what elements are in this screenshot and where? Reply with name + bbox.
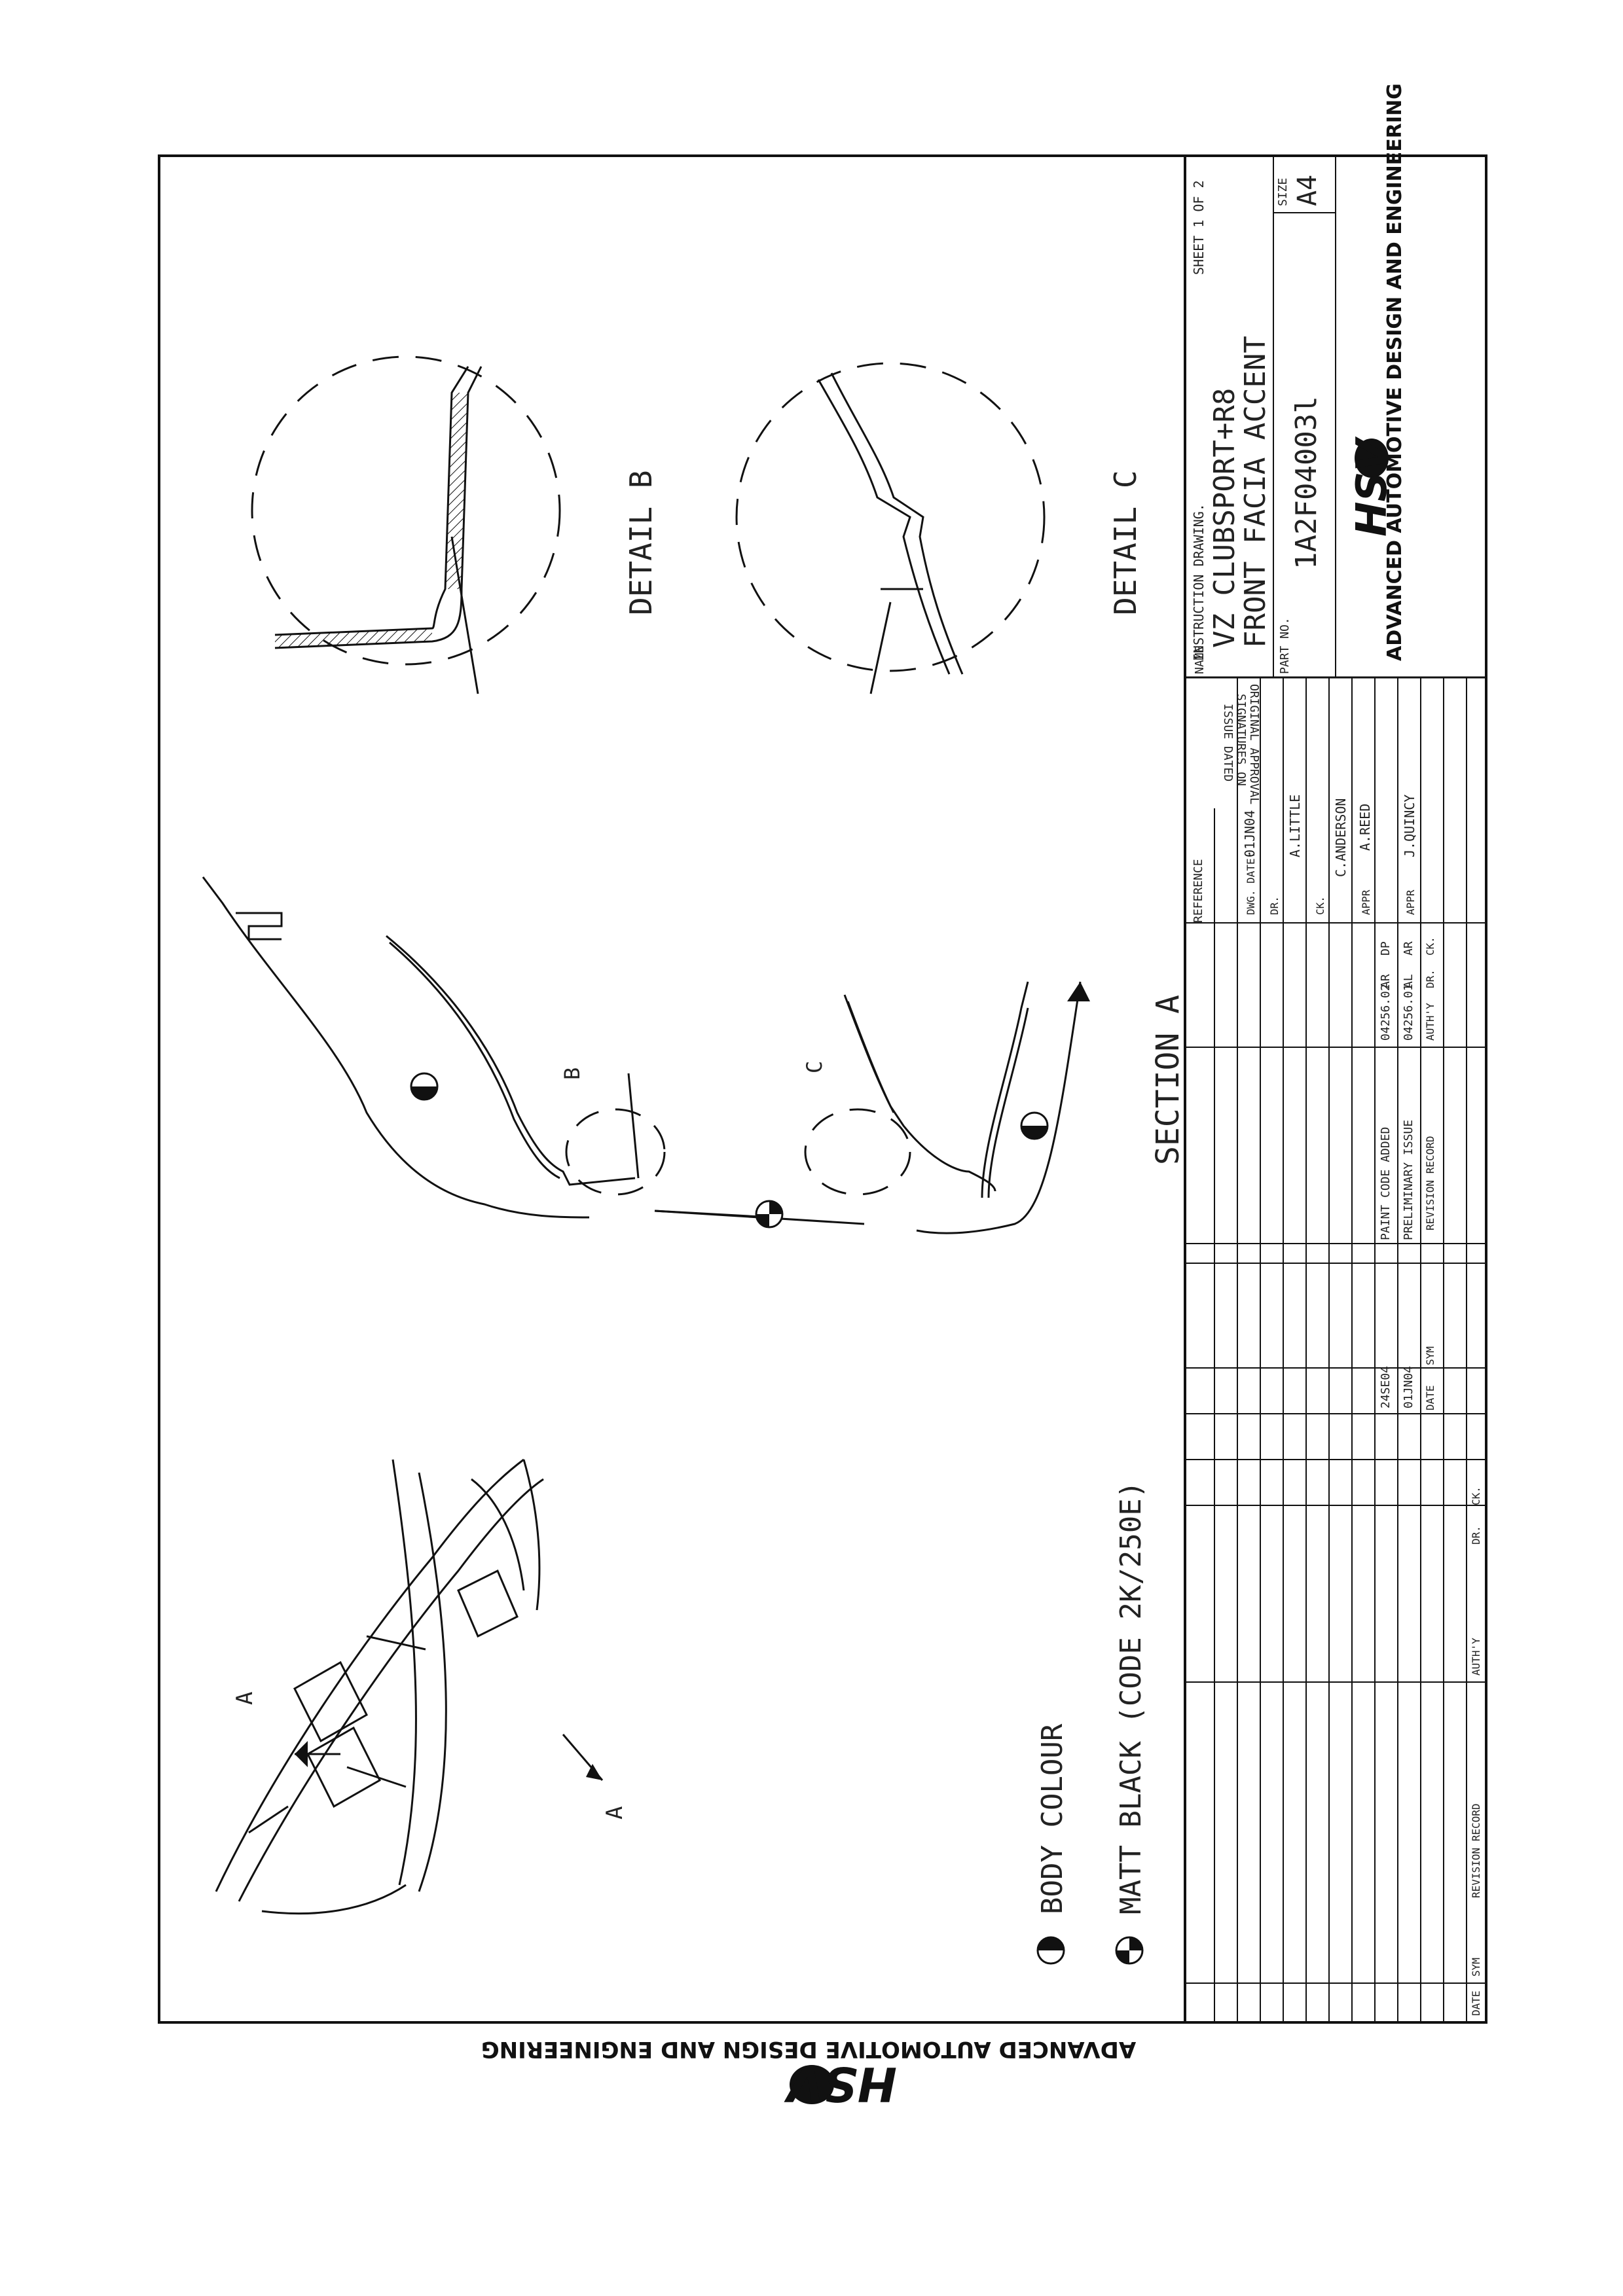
body-colour-marker-2 — [1020, 1111, 1049, 1140]
header-sym: SYM — [1424, 1346, 1436, 1365]
rev2-dr: AL — [1402, 974, 1415, 988]
part-number-label: PART NO. — [1278, 617, 1292, 674]
rev2-date: 01JN04 — [1402, 1366, 1415, 1408]
approved-by-2: J.QUINCY — [1402, 795, 1417, 857]
header-revision-record: REVISION RECORD — [1424, 1136, 1436, 1231]
detail-c-view: DETAIL C — [735, 362, 1143, 694]
section-a-cut-markers: A A — [232, 1692, 628, 1820]
cut-label-a-bottom: A — [602, 1806, 628, 1820]
rev2-ck: AR — [1402, 941, 1415, 956]
rev2-description: PRELIMINARY ISSUE — [1402, 1120, 1415, 1240]
rev1-auth: 04256.02 — [1379, 984, 1393, 1041]
header-ck-2: CK. — [1470, 1486, 1482, 1505]
header-auth: AUTH'Y — [1424, 1003, 1436, 1041]
header-date-2: DATE — [1470, 1990, 1482, 2016]
approved-by-1: A.REED — [1357, 804, 1373, 851]
dwg-date-label: DWG. DATE: — [1245, 852, 1257, 915]
rev1-date: 24SE04 — [1379, 1366, 1393, 1408]
dr-label: DR. — [1268, 896, 1281, 915]
detail-c-callout-circle — [804, 1108, 911, 1196]
drawn-by: A.LITTLE — [1287, 795, 1303, 857]
header-auth-2: AUTH'Y — [1470, 1638, 1482, 1676]
detail-b-title: DETAIL B — [623, 470, 659, 615]
paint-legend: BODY COLOUR MATT BLACK (CODE 2K/250E) — [1036, 1481, 1148, 1965]
detail-b-marker: B — [560, 1067, 585, 1080]
rev1-dr: AR — [1379, 974, 1393, 988]
name-label: NAME — [1193, 646, 1207, 674]
header-sym-2: SYM — [1470, 1958, 1482, 1977]
size-label: SIZE — [1276, 178, 1290, 206]
detail-b-callout-circle — [565, 1108, 666, 1196]
rev1-ck: DP — [1379, 941, 1393, 956]
ck-label: CK. — [1314, 896, 1326, 915]
part-name-line-1: VZ CLUBSPORT+R8 — [1208, 388, 1241, 648]
legend-body-colour: BODY COLOUR — [1036, 1723, 1069, 1914]
cut-label-a-top: A — [232, 1692, 258, 1705]
rev1-description: PAINT CODE ADDED — [1379, 1127, 1393, 1240]
sheet-type: INSTRUCTION DRAWING. — [1191, 503, 1207, 661]
approval-note-3: ISSUE DATED — [1221, 704, 1235, 781]
appr1-label: APPR — [1360, 889, 1372, 915]
detail-c-title: DETAIL C — [1108, 470, 1143, 615]
detail-c-marker: C — [802, 1061, 827, 1073]
approval-note-2: SIGNATURES ON — [1234, 694, 1248, 786]
body-colour-symbol — [1036, 1936, 1065, 1965]
section-a-title: SECTION A — [1150, 995, 1186, 1165]
approval-note-1: ORIGINAL APPROVAL — [1247, 684, 1261, 804]
bumper-isometric-view — [215, 1458, 544, 1915]
header-dr-2: DR. — [1470, 1526, 1482, 1545]
reference-label: REFERENCE — [1192, 859, 1205, 923]
legend-matt-black: MATT BLACK (CODE 2K/250E) — [1114, 1481, 1148, 1914]
checked-by: C.ANDERSON — [1333, 798, 1349, 877]
appr2-label: APPR — [1404, 889, 1417, 915]
drawing-frame — [158, 154, 1487, 2024]
part-number: 1A2F04003l — [1290, 396, 1323, 569]
body-colour-marker-1 — [410, 1072, 439, 1101]
header-ck: CK. — [1424, 937, 1436, 956]
header-revision-record-2: REVISION RECORD — [1470, 1804, 1482, 1899]
sheet-size: A4 — [1292, 175, 1322, 206]
matt-black-marker — [755, 1200, 784, 1229]
matt-black-symbol — [1115, 1936, 1144, 1965]
hsv-logo-title-block: HSV — [1348, 436, 1396, 537]
logo-text: HSV — [1348, 436, 1396, 537]
detail-b-view: DETAIL B — [251, 355, 659, 694]
company-tagline-footer: ADVANCED AUTOMOTIVE DESIGN AND ENGINEERI… — [481, 2036, 1136, 2062]
hsv-logo-footer: HSV — [784, 2056, 897, 2111]
dwg-date: 01JN04 — [1242, 810, 1258, 857]
rev2-auth: 04256.01 — [1402, 984, 1415, 1041]
header-dr: DR. — [1424, 969, 1436, 988]
title-block: INSTRUCTION DRAWING. SHEET 1 OF 2 NAME V… — [1184, 83, 1487, 2022]
section-a-view: B C SECTION A — [202, 876, 1186, 1234]
header-date: DATE — [1424, 1385, 1436, 1410]
sheet-number: SHEET 1 OF 2 — [1191, 181, 1207, 276]
company-tagline-title-block: ADVANCED AUTOMOTIVE DESIGN AND ENGINEERI… — [1383, 83, 1406, 661]
logo-text-footer: HSV — [784, 2056, 897, 2111]
part-name-line-2: FRONT FACIA ACCENT — [1239, 336, 1272, 648]
